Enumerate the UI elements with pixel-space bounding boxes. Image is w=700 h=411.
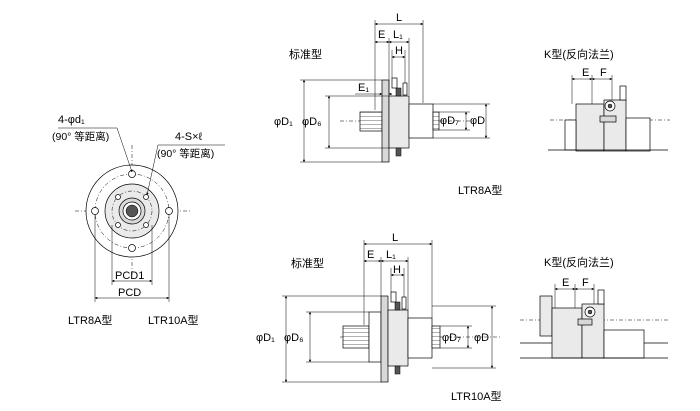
ltr10a-k-type-view <box>520 284 670 359</box>
pcd1-label: PCD1 <box>115 270 144 282</box>
tapped-hole <box>115 194 121 200</box>
k-body <box>575 103 605 152</box>
tapped-hole <box>115 222 121 228</box>
k-body <box>551 307 583 359</box>
ltr10a-dim-D1: φD₁ <box>256 332 275 344</box>
ltr8a-dim-H: H <box>395 45 403 57</box>
ltr8a-dim-D6: φD₆ <box>302 116 322 128</box>
model-b-label: LTR10A型 <box>148 313 199 327</box>
ltr8a-dim-E1: E₁ <box>358 82 369 94</box>
ltr10a-dim-L: L <box>392 232 398 244</box>
ltr10a-k-title: K型(反向法兰) <box>544 255 614 269</box>
ltr8a-dim-D: φD <box>470 115 485 127</box>
ltr10a-dim-D7: φD₇ <box>442 332 461 344</box>
screw-note: (90° 等距离) <box>157 147 214 160</box>
ltr8a-k-title: K型(反向法兰) <box>544 47 614 61</box>
ltr8a-dim-E: E <box>378 29 385 41</box>
ltr10a-model-label: LTR10A型 <box>451 389 502 403</box>
flange-hole <box>165 207 173 215</box>
ltr8a-dim-L: L <box>396 12 402 24</box>
shaft-bore <box>125 204 139 218</box>
ltr8a-k-type-view <box>548 75 670 152</box>
ltr10a-dim-D: φD <box>474 332 489 344</box>
ltr8a-dim-D1: φD₁ <box>274 116 293 128</box>
front-view <box>58 127 225 302</box>
ltr10a-dim-L1: L₁ <box>386 249 396 261</box>
pcd-label: PCD <box>118 287 141 299</box>
input-shaft <box>342 325 370 349</box>
screw-label: 4-S×ℓ <box>175 131 203 143</box>
ltr8a-k-F: F <box>600 67 607 79</box>
ltr10a-standard-title: 标准型 <box>291 256 324 270</box>
clutch-body <box>387 309 409 367</box>
clutch-body <box>388 95 410 149</box>
tapped-hole <box>143 194 149 200</box>
ltr10a-dim-D6: φD₆ <box>284 332 304 344</box>
tapped-hole <box>143 222 149 228</box>
ltr8a-dim-L1: L₁ <box>393 29 403 41</box>
flange <box>380 295 389 383</box>
flange-hole <box>91 207 99 215</box>
ltr10a-k-E: E <box>562 277 569 289</box>
ltr8a-standard-title: 标准型 <box>289 47 322 61</box>
ltr8a-standard-view <box>300 20 490 163</box>
output-hub <box>408 103 434 139</box>
ltr8a-k-E: E <box>582 67 589 79</box>
pcd1-circle <box>111 190 153 232</box>
model-a-label: LTR8A型 <box>68 313 112 327</box>
input-shaft <box>359 111 383 132</box>
ltr8a-dim-D7: φD₇ <box>440 115 459 127</box>
ltr8a-model-label: LTR8A型 <box>458 183 502 197</box>
hole-label: 4-φd₁ <box>58 114 85 126</box>
output-hub <box>407 317 433 359</box>
ltr10a-k-F: F <box>582 277 589 289</box>
flange-hole <box>128 244 136 252</box>
k-flange <box>603 329 645 359</box>
hole-note: (90° 等距离) <box>52 130 109 143</box>
flange <box>381 79 390 163</box>
k-flange <box>625 117 651 152</box>
ltr10a-standard-view <box>282 240 500 383</box>
ltr10a-dim-H: H <box>393 264 401 276</box>
ltr10a-dim-E: E <box>367 249 374 261</box>
